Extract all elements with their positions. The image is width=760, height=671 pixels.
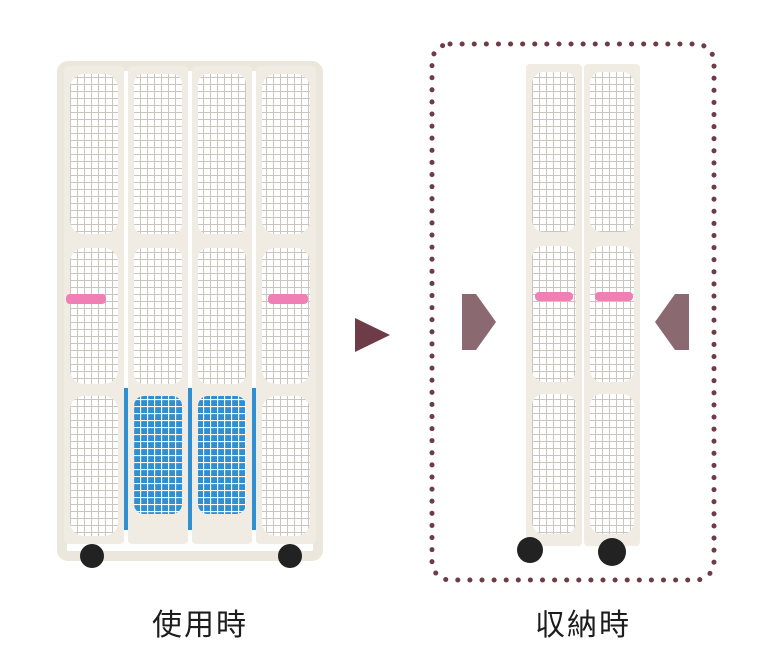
pink-strap-stored-left — [535, 292, 573, 301]
panel-2 — [128, 66, 188, 544]
panel-1 — [64, 66, 124, 544]
play-arrow-icon — [355, 318, 390, 352]
panel-3 — [192, 66, 252, 544]
pink-strap-right — [268, 294, 308, 304]
panel-4 — [256, 66, 316, 544]
folded-panel-left — [526, 64, 582, 546]
cage-stored-image — [517, 64, 640, 566]
outer-frame — [57, 61, 323, 561]
wheel-left — [80, 544, 104, 568]
wheel-right — [278, 544, 302, 568]
caption-stored: 収納時 — [535, 608, 631, 643]
push-arrow-left-icon — [655, 294, 689, 350]
caption-in-use: 使用時 — [152, 608, 248, 643]
wheel-stored-left — [517, 537, 543, 563]
cage-in-use-image — [57, 61, 323, 568]
dotted-highlight-frame — [429, 41, 717, 583]
folded-panel-right — [584, 64, 640, 546]
pink-strap-left — [66, 294, 106, 304]
push-arrow-right-icon — [462, 294, 496, 350]
pink-strap-stored-right — [595, 292, 633, 301]
wheel-stored-right — [598, 538, 626, 566]
